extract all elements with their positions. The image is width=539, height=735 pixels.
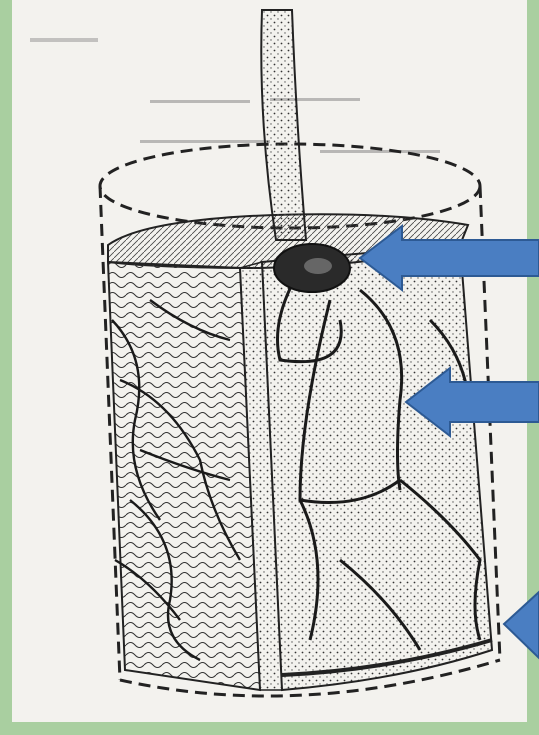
left-cut-face xyxy=(108,262,260,690)
plant-stem xyxy=(261,10,306,240)
background-scan-text xyxy=(30,38,440,153)
arrow-bottom xyxy=(504,592,539,658)
right-interior-face xyxy=(262,245,492,690)
